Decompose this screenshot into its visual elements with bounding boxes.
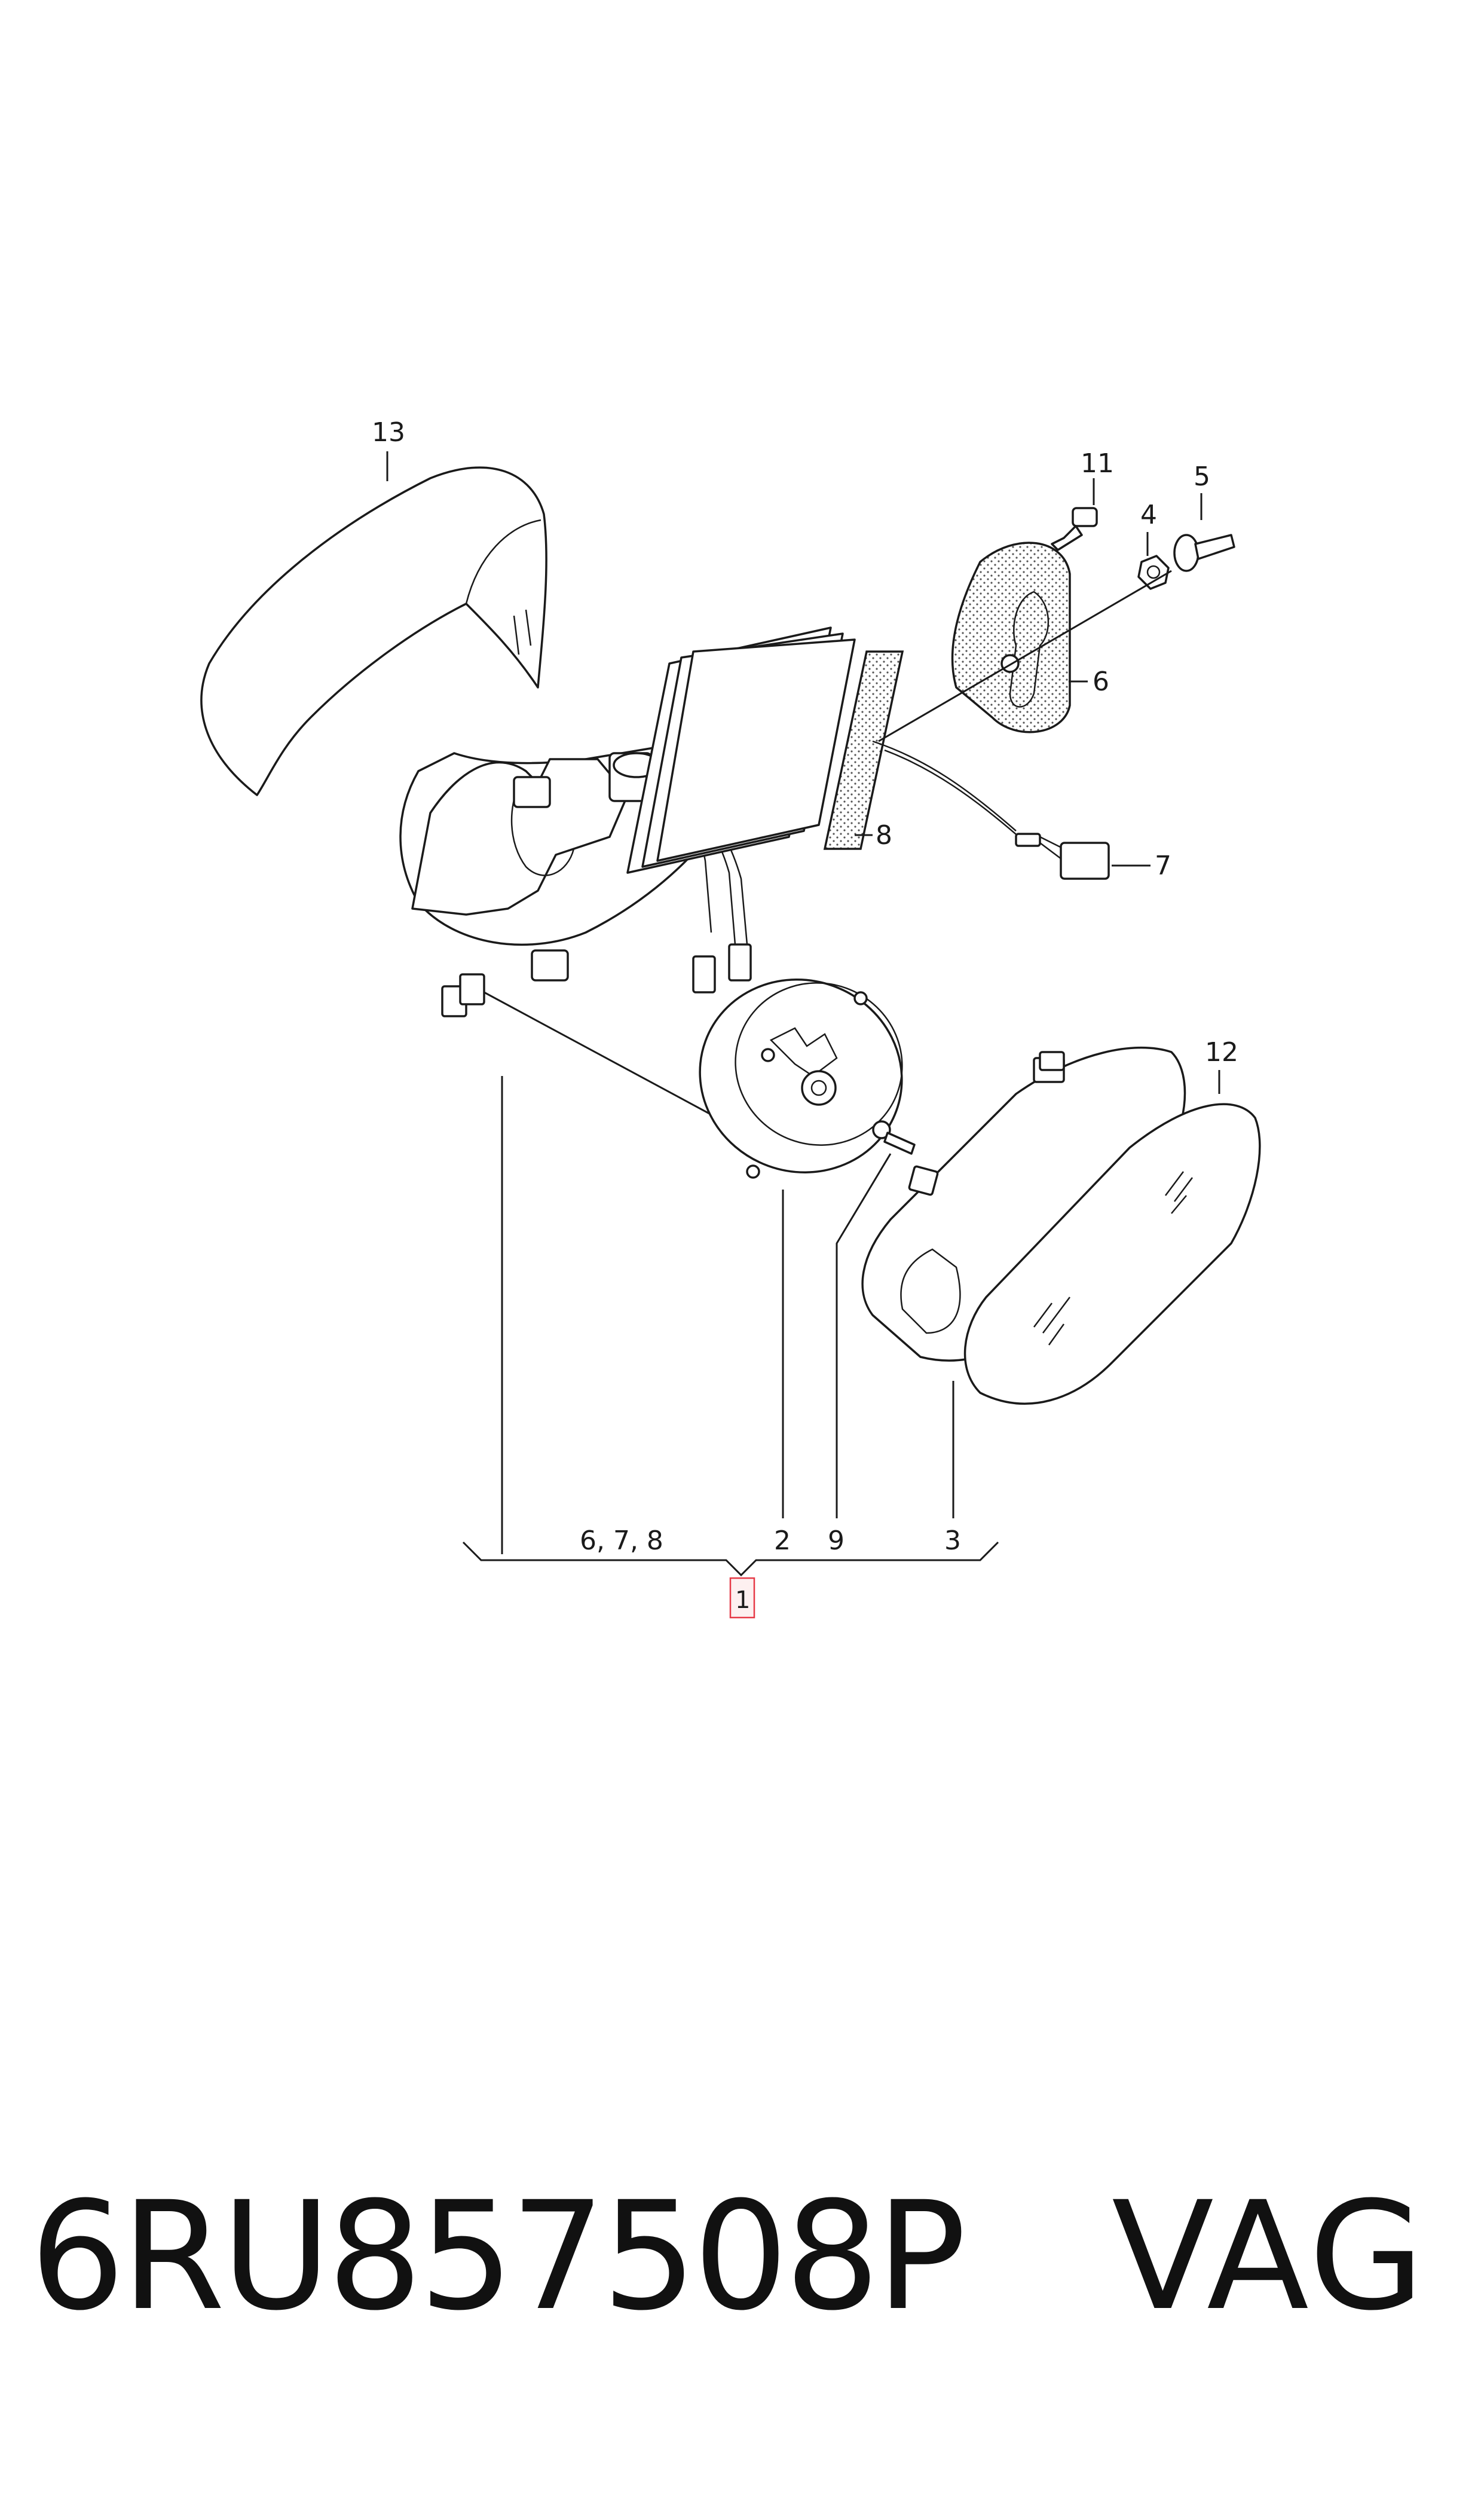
wiring-cable: [872, 740, 1017, 831]
callout-2: 2: [774, 1526, 791, 1556]
footer: 6RU857508P VAG: [0, 2182, 1484, 2397]
callout-5: 5: [1194, 461, 1210, 492]
brand-name: VAG: [1112, 2169, 1427, 2343]
callout-9: 9: [828, 1526, 844, 1556]
callout-11: 11: [1081, 448, 1114, 479]
adjusting-motor-part: [699, 979, 903, 1179]
mirror-cap-part: [200, 466, 547, 796]
callout-13: 13: [372, 417, 405, 448]
callout-4: 4: [1140, 500, 1157, 530]
callout-6-7-8: 6, 7, 8: [580, 1526, 663, 1556]
film-sheets-part: [626, 626, 856, 874]
mirror-glass-part: [963, 1103, 1261, 1405]
callout-3: 3: [944, 1526, 961, 1556]
callout-1: 1: [735, 1586, 750, 1614]
assembly-line-plate: [878, 570, 1172, 742]
heating-element-part: [823, 650, 904, 850]
callout-8: 8: [876, 820, 892, 851]
assembly-line-housing: [484, 991, 718, 1119]
leader-line-9: [836, 1153, 892, 1518]
callout-6: 6: [1093, 667, 1109, 697]
callout-7: 7: [1155, 851, 1171, 881]
part-number: 6RU857508P: [30, 2169, 966, 2343]
screw-9-part: [872, 1120, 916, 1155]
assembly-callout-box: [729, 1577, 755, 1619]
screw-11-part: [1051, 507, 1098, 551]
screw-5-part: [1173, 534, 1235, 572]
connector-part: [1015, 833, 1110, 880]
mounting-plate-part: [951, 542, 1071, 733]
nut-part: [1137, 555, 1170, 590]
assembly-bracket: [462, 1541, 999, 1577]
callout-12: 12: [1205, 1037, 1238, 1068]
